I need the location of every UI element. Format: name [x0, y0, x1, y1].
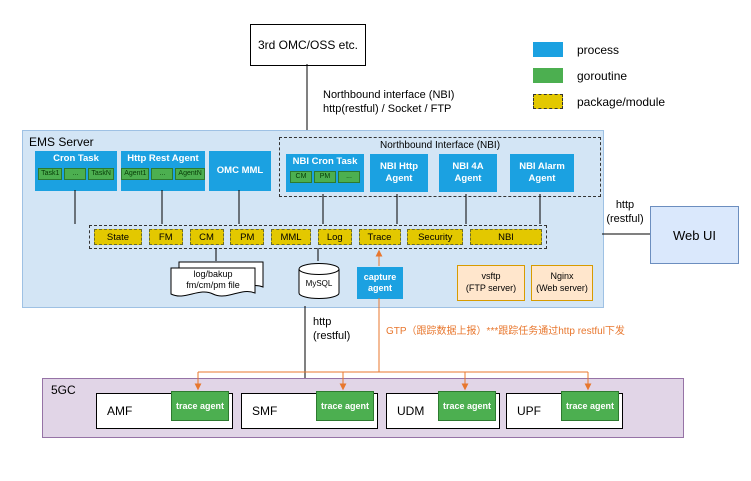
http-rest-agent-goroutines: Agent1 ... AgentN: [121, 167, 205, 181]
web-ui-node: Web UI: [650, 206, 739, 264]
gtp-note: GTP（跟踪数据上报）***跟踪任务通过http restful下发: [386, 326, 625, 337]
ems-server-group: EMS Server Cron Task Task1 ... TaskN Htt…: [22, 130, 604, 308]
nbi-alarm-agent-label: NBI Alarm Agent: [519, 161, 565, 184]
log-file-document-icon: [170, 261, 264, 297]
capture-agent-label: capture agent: [363, 272, 397, 293]
omc-oss-label: 3rd OMC/OSS etc.: [257, 38, 359, 52]
south-link-label: http (restful): [313, 315, 350, 344]
mysql-database-icon: [298, 263, 340, 299]
legend-row-package: package/module: [533, 94, 665, 109]
goroutine-chip: PM: [314, 170, 336, 184]
module-cm: CM: [189, 229, 224, 245]
legend: process goroutine package/module: [533, 42, 665, 120]
mysql-label: MySQL: [305, 279, 333, 288]
south-link-label-line1: http: [313, 316, 332, 328]
module-log: Log: [317, 229, 352, 245]
modules-group: State FM CM PM MML Log Trace Security NB…: [89, 225, 547, 249]
amf-trace-agent-node: trace agent: [171, 391, 229, 421]
nbi-group-title: Northbound Interface (NBI): [379, 140, 501, 151]
module-trace: Trace: [358, 229, 401, 245]
vsftp-label-line2: (FTP server): [465, 283, 517, 293]
udm-trace-agent-node: trace agent: [438, 391, 496, 421]
module-nbi: NBI: [470, 229, 542, 245]
goroutine-swatch-icon: [533, 68, 563, 83]
nginx-label-line1: Nginx: [550, 271, 574, 282]
omc-oss-node: 3rd OMC/OSS etc.: [250, 24, 366, 66]
trace-agent-label: trace agent: [175, 400, 225, 411]
nbi-cron-task-label: NBI Cron Task: [292, 156, 358, 167]
trace-agent-label: trace agent: [565, 400, 615, 411]
legend-row-process: process: [533, 42, 665, 57]
process-swatch-icon: [533, 42, 563, 57]
ems-server-title: EMS Server: [29, 135, 94, 149]
webui-link-label-line2: (restful): [606, 213, 644, 226]
goroutine-chip: TaskN: [88, 167, 114, 181]
vsftp-node: vsftp (FTP server): [457, 265, 525, 301]
legend-goroutine-label: goroutine: [577, 68, 628, 83]
upf-label: UPF: [517, 404, 541, 418]
nbi-cron-task-node: NBI Cron Task CM PM ...: [286, 154, 364, 192]
nbi-interface-note-line2: http(restful) / Socket / FTP: [323, 103, 452, 116]
trace-agent-label: trace agent: [320, 400, 370, 411]
core-5gc-group: 5GC AMF trace agent SMF trace agent UDM …: [42, 378, 684, 438]
goroutine-chip: ...: [64, 167, 87, 181]
package-swatch-icon: [533, 94, 563, 109]
goroutine-chip: Agent1: [121, 167, 150, 181]
nginx-node: Nginx (Web server): [531, 265, 593, 301]
legend-package-label: package/module: [577, 94, 666, 109]
nginx-label-line2: (Web server): [536, 283, 588, 293]
nbi-4a-agent-label: NBI 4A Agent: [452, 161, 484, 184]
trace-agent-label: trace agent: [442, 400, 492, 411]
log-file-label-line1: log/bakup: [193, 269, 233, 279]
capture-agent-node: capture agent: [357, 267, 403, 299]
module-state: State: [94, 229, 142, 245]
nbi-interface-note: Northbound interface (NBI) http(restful)…: [323, 88, 454, 117]
http-rest-agent-label: Http Rest Agent: [127, 153, 199, 164]
cron-task-label: Cron Task: [53, 153, 99, 164]
amf-label: AMF: [107, 404, 133, 418]
cron-task-node: Cron Task Task1 ... TaskN: [35, 151, 117, 191]
smf-label: SMF: [252, 404, 278, 418]
log-file-label-line2: fm/cm/pm file: [186, 280, 240, 291]
nbi-http-agent-node: NBI Http Agent: [370, 154, 428, 192]
http-rest-agent-node: Http Rest Agent Agent1 ... AgentN: [121, 151, 205, 191]
udm-label: UDM: [397, 404, 425, 418]
legend-process-label: process: [577, 42, 620, 57]
web-ui-label: Web UI: [672, 227, 717, 243]
nbi-group: Northbound Interface (NBI) NBI Cron Task…: [279, 137, 601, 197]
upf-trace-agent-node: trace agent: [561, 391, 619, 421]
goroutine-chip: Task1: [38, 167, 63, 181]
omc-mml-node: OMC MML: [209, 151, 271, 191]
smf-node: SMF trace agent: [241, 391, 378, 429]
core-5gc-title: 5GC: [51, 383, 76, 397]
upf-node: UPF trace agent: [506, 391, 623, 429]
goroutine-chip: CM: [290, 170, 312, 184]
log-file-label: log/bakup fm/cm/pm file: [171, 269, 255, 292]
goroutine-chip: ...: [151, 167, 174, 181]
module-pm: PM: [230, 229, 265, 245]
nbi-4a-agent-node: NBI 4A Agent: [439, 154, 497, 192]
nbi-http-agent-label: NBI Http Agent: [380, 161, 418, 184]
goroutine-chip: AgentN: [175, 167, 205, 181]
legend-row-goroutine: goroutine: [533, 68, 665, 83]
udm-node: UDM trace agent: [386, 391, 500, 429]
omc-mml-label: OMC MML: [216, 165, 264, 177]
goroutine-chip: ...: [338, 170, 360, 184]
nbi-alarm-agent-node: NBI Alarm Agent: [510, 154, 574, 192]
amf-node: AMF trace agent: [96, 391, 233, 429]
south-link-label-line2: (restful): [313, 330, 351, 343]
webui-link-label-line1: http: [615, 199, 635, 211]
nbi-cron-task-goroutines: CM PM ...: [286, 170, 364, 184]
cron-task-goroutines: Task1 ... TaskN: [35, 167, 117, 181]
module-mml: MML: [271, 229, 311, 245]
module-fm: FM: [148, 229, 183, 245]
smf-trace-agent-node: trace agent: [316, 391, 374, 421]
nbi-interface-note-line1: Northbound interface (NBI): [323, 89, 455, 101]
webui-link-label: http (restful): [602, 198, 648, 227]
vsftp-label-line1: vsftp: [481, 271, 501, 282]
module-security: Security: [407, 229, 464, 245]
